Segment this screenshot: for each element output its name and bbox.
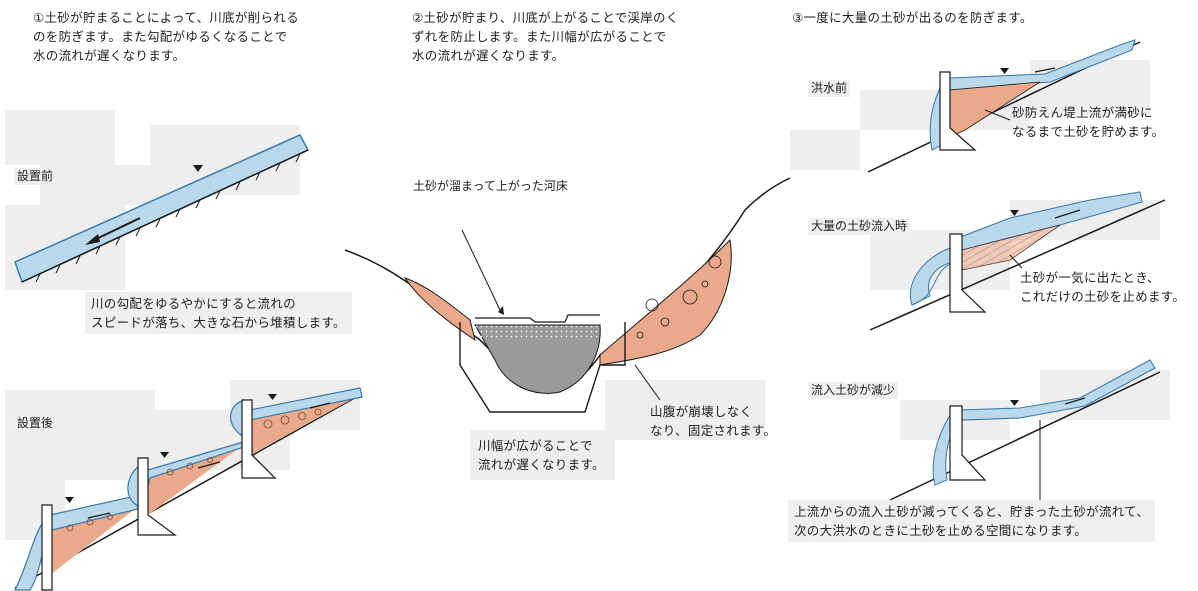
water-level-marker-icon [65,497,74,503]
water-level-marker-icon [193,165,203,172]
panel3-reduced-label: 流入土砂が減少 [808,382,899,399]
water-level-marker-icon [1000,68,1009,74]
panel2-bottom-note: 川幅が広がることで 流れが遅くなります。 [478,438,605,472]
panel3-reduced-note: 上流からの流入土砂が減ってくると、貯まった土砂が流れて、 次の大洪水のときに土砂… [788,500,1156,542]
panel3-large-inflow-label: 大量の土砂流入時 [808,218,911,235]
panel1-after-label: 設置後 [14,415,57,432]
panel1-before-channel [14,134,310,284]
panel2-slope-note: 山腹が崩壊しなく なり、固定されます。 [650,404,777,438]
panel3-caption: ③一度に大量の土砂が出るのを防ぎます。 [792,10,1033,25]
panel3-before-flood-note: 砂防えん堤上流が満砂に なるまで土砂を貯めます。 [1012,105,1165,139]
panel3-before-flood-label: 洪水前 [808,80,851,97]
panel1-before-label: 設置前 [14,168,57,185]
panel2-caption: ②土砂が貯まり、川底が上がることで渓岸のく ずれを防止します。また川幅が広がるこ… [412,10,679,63]
panel2-raised-bed-label: 土砂が溜まって上がった河床 [413,179,568,193]
water-level-marker-icon [1010,210,1019,216]
panel1-middle-note: 川の勾配をゆるやかにすると流れの スピードが落ち、大きな石から堆積します。 [85,292,352,334]
panel2-cross-section [344,177,791,480]
panel1-caption: ①土砂が貯まることによって、川底が削られる のを防ぎます。また勾配がゆるくなるこ… [33,10,299,63]
panel3-stages [790,39,1170,515]
water-level-marker-icon [160,452,169,458]
water-level-marker-icon [268,394,277,400]
water-level-marker-icon [1010,400,1019,406]
panel3-large-inflow-note: 土砂が一気に出たとき、 これだけの土砂を止めます。 [1020,270,1186,304]
panel1-after-dams [14,387,363,591]
